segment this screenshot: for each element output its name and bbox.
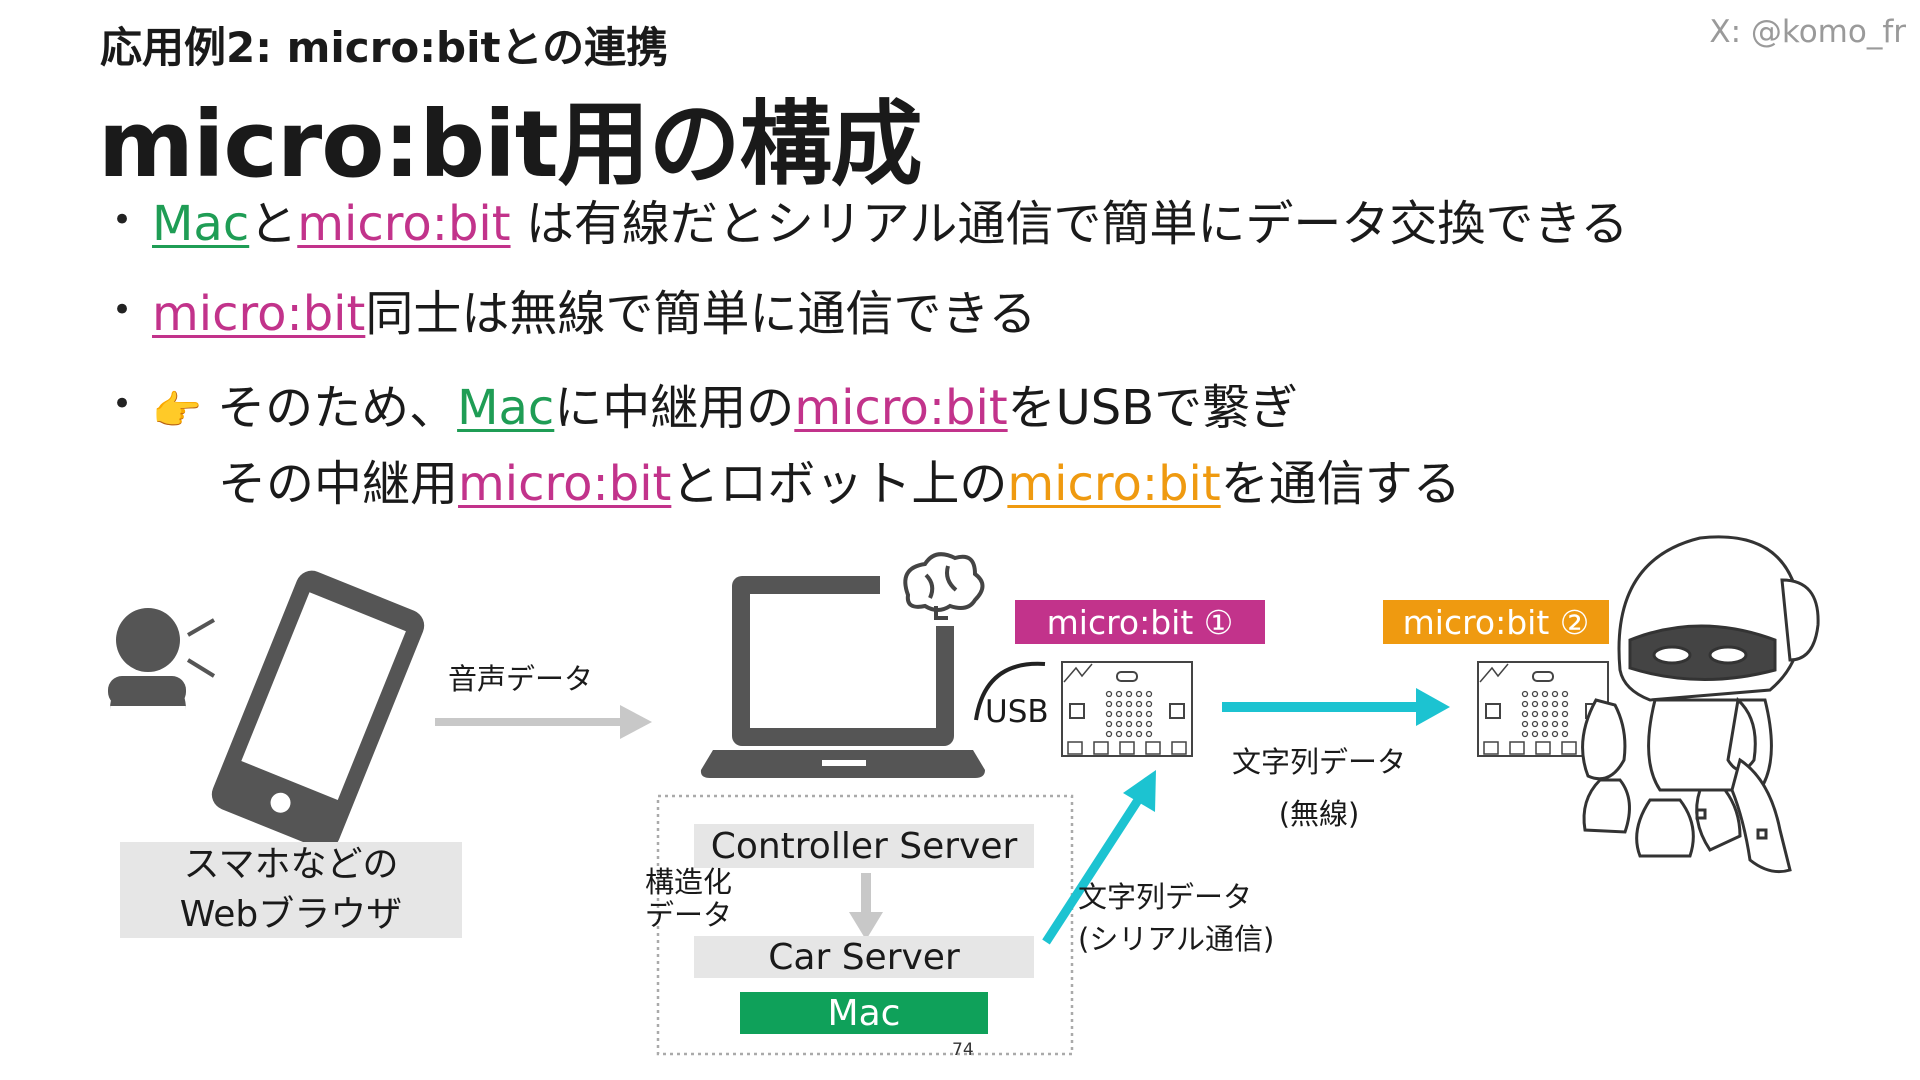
structured-data-line-1: 構造化 (645, 865, 733, 899)
robot-icon (1581, 535, 1820, 874)
bullet-3-line-2: その中継用micro:bitとロボット上のmicro:bitを通信する (218, 444, 1461, 514)
bullet-1-and: と (249, 196, 298, 252)
bullet-1-microbit: micro:bit (297, 196, 511, 252)
microbit-1-label: micro:bit ① (1015, 600, 1265, 644)
bullet-dot: • (112, 384, 133, 424)
browser-box: スマホなどの Webブラウザ (120, 842, 462, 938)
section-subtitle: 応用例2: micro:bitとの連携 (100, 23, 669, 72)
bullet-3-text: その中継用 (218, 456, 459, 512)
bullet-3-text: とロボット上の (671, 456, 1008, 512)
usb-label: USB (985, 694, 1049, 730)
bullet-3-text: を通信する (1220, 456, 1461, 512)
browser-label-line-1: スマホなどの (183, 844, 399, 885)
wireless-data-line-1: 文字列データ (1232, 745, 1407, 779)
wireless-data-line-2: (無線) (1278, 797, 1360, 831)
serial-data-label: 文字列データ (シリアル通信) (1078, 876, 1274, 960)
bullet-3-intro: そのため、 (201, 380, 458, 436)
serial-data-line-1: 文字列データ (1078, 880, 1253, 914)
bullet-dot: • (112, 200, 133, 240)
bullet-3-relay-microbit: micro:bit (458, 456, 672, 512)
slide-title: micro:bit用の構成 (98, 91, 923, 198)
wireless-arrow (1222, 688, 1450, 726)
controller-server-box: Controller Server (694, 824, 1034, 868)
bullet-dot: • (112, 290, 133, 330)
serial-data-line-2: (シリアル通信) (1078, 922, 1275, 956)
structured-data-line-2: データ (645, 898, 733, 932)
bullet-2: micro:bit同士は無線で簡単に通信できる (152, 274, 1036, 344)
bullet-2-rest: 同士は無線で簡単に通信できる (365, 286, 1037, 342)
author-handle: X: @komo_fr (1709, 14, 1906, 50)
voice-arrow (435, 705, 652, 739)
voice-data-label: 音声データ (448, 662, 594, 696)
bullet-1-mac: Mac (152, 196, 250, 252)
bullet-3-line-1: 👉 そのため、Macに中継用のmicro:bitをUSBで繋ぎ (152, 368, 1298, 438)
bullet-2-microbit: micro:bit (152, 286, 366, 342)
structured-data-label: 構造化 データ (645, 866, 732, 932)
microbit-board-icon (1061, 661, 1193, 757)
speaking-person-icon (108, 608, 216, 710)
page-number: 74 (952, 1040, 974, 1060)
structured-data-arrow (849, 912, 883, 940)
mac-box: Mac (740, 992, 988, 1034)
smartphone-icon (211, 570, 425, 850)
microbit-2-label: micro:bit ② (1383, 600, 1609, 644)
wireless-data-label: 文字列データ (無線) (1232, 736, 1406, 840)
car-server-box: Car Server (694, 936, 1034, 978)
browser-label-line-2: Webブラウザ (179, 894, 403, 935)
bullet-3-robot-microbit: micro:bit (1007, 456, 1221, 512)
bullet-1-rest: は有線だとシリアル通信で簡単にデータ交換できる (510, 196, 1629, 252)
usb-cable (974, 661, 1046, 721)
bullet-3-mac: Mac (457, 380, 555, 436)
brain-icon (903, 552, 985, 620)
bullet-1: Macとmicro:bit は有線だとシリアル通信で簡単にデータ交換できる (152, 184, 1628, 254)
bullet-3-text: をUSBで繋ぎ (1007, 380, 1299, 436)
bullet-3-microbit: micro:bit (794, 380, 1008, 436)
bullet-3-text: に中継用の (554, 380, 795, 436)
pointing-hand-icon: 👉 (152, 388, 202, 434)
serial-arrow (1042, 770, 1156, 945)
